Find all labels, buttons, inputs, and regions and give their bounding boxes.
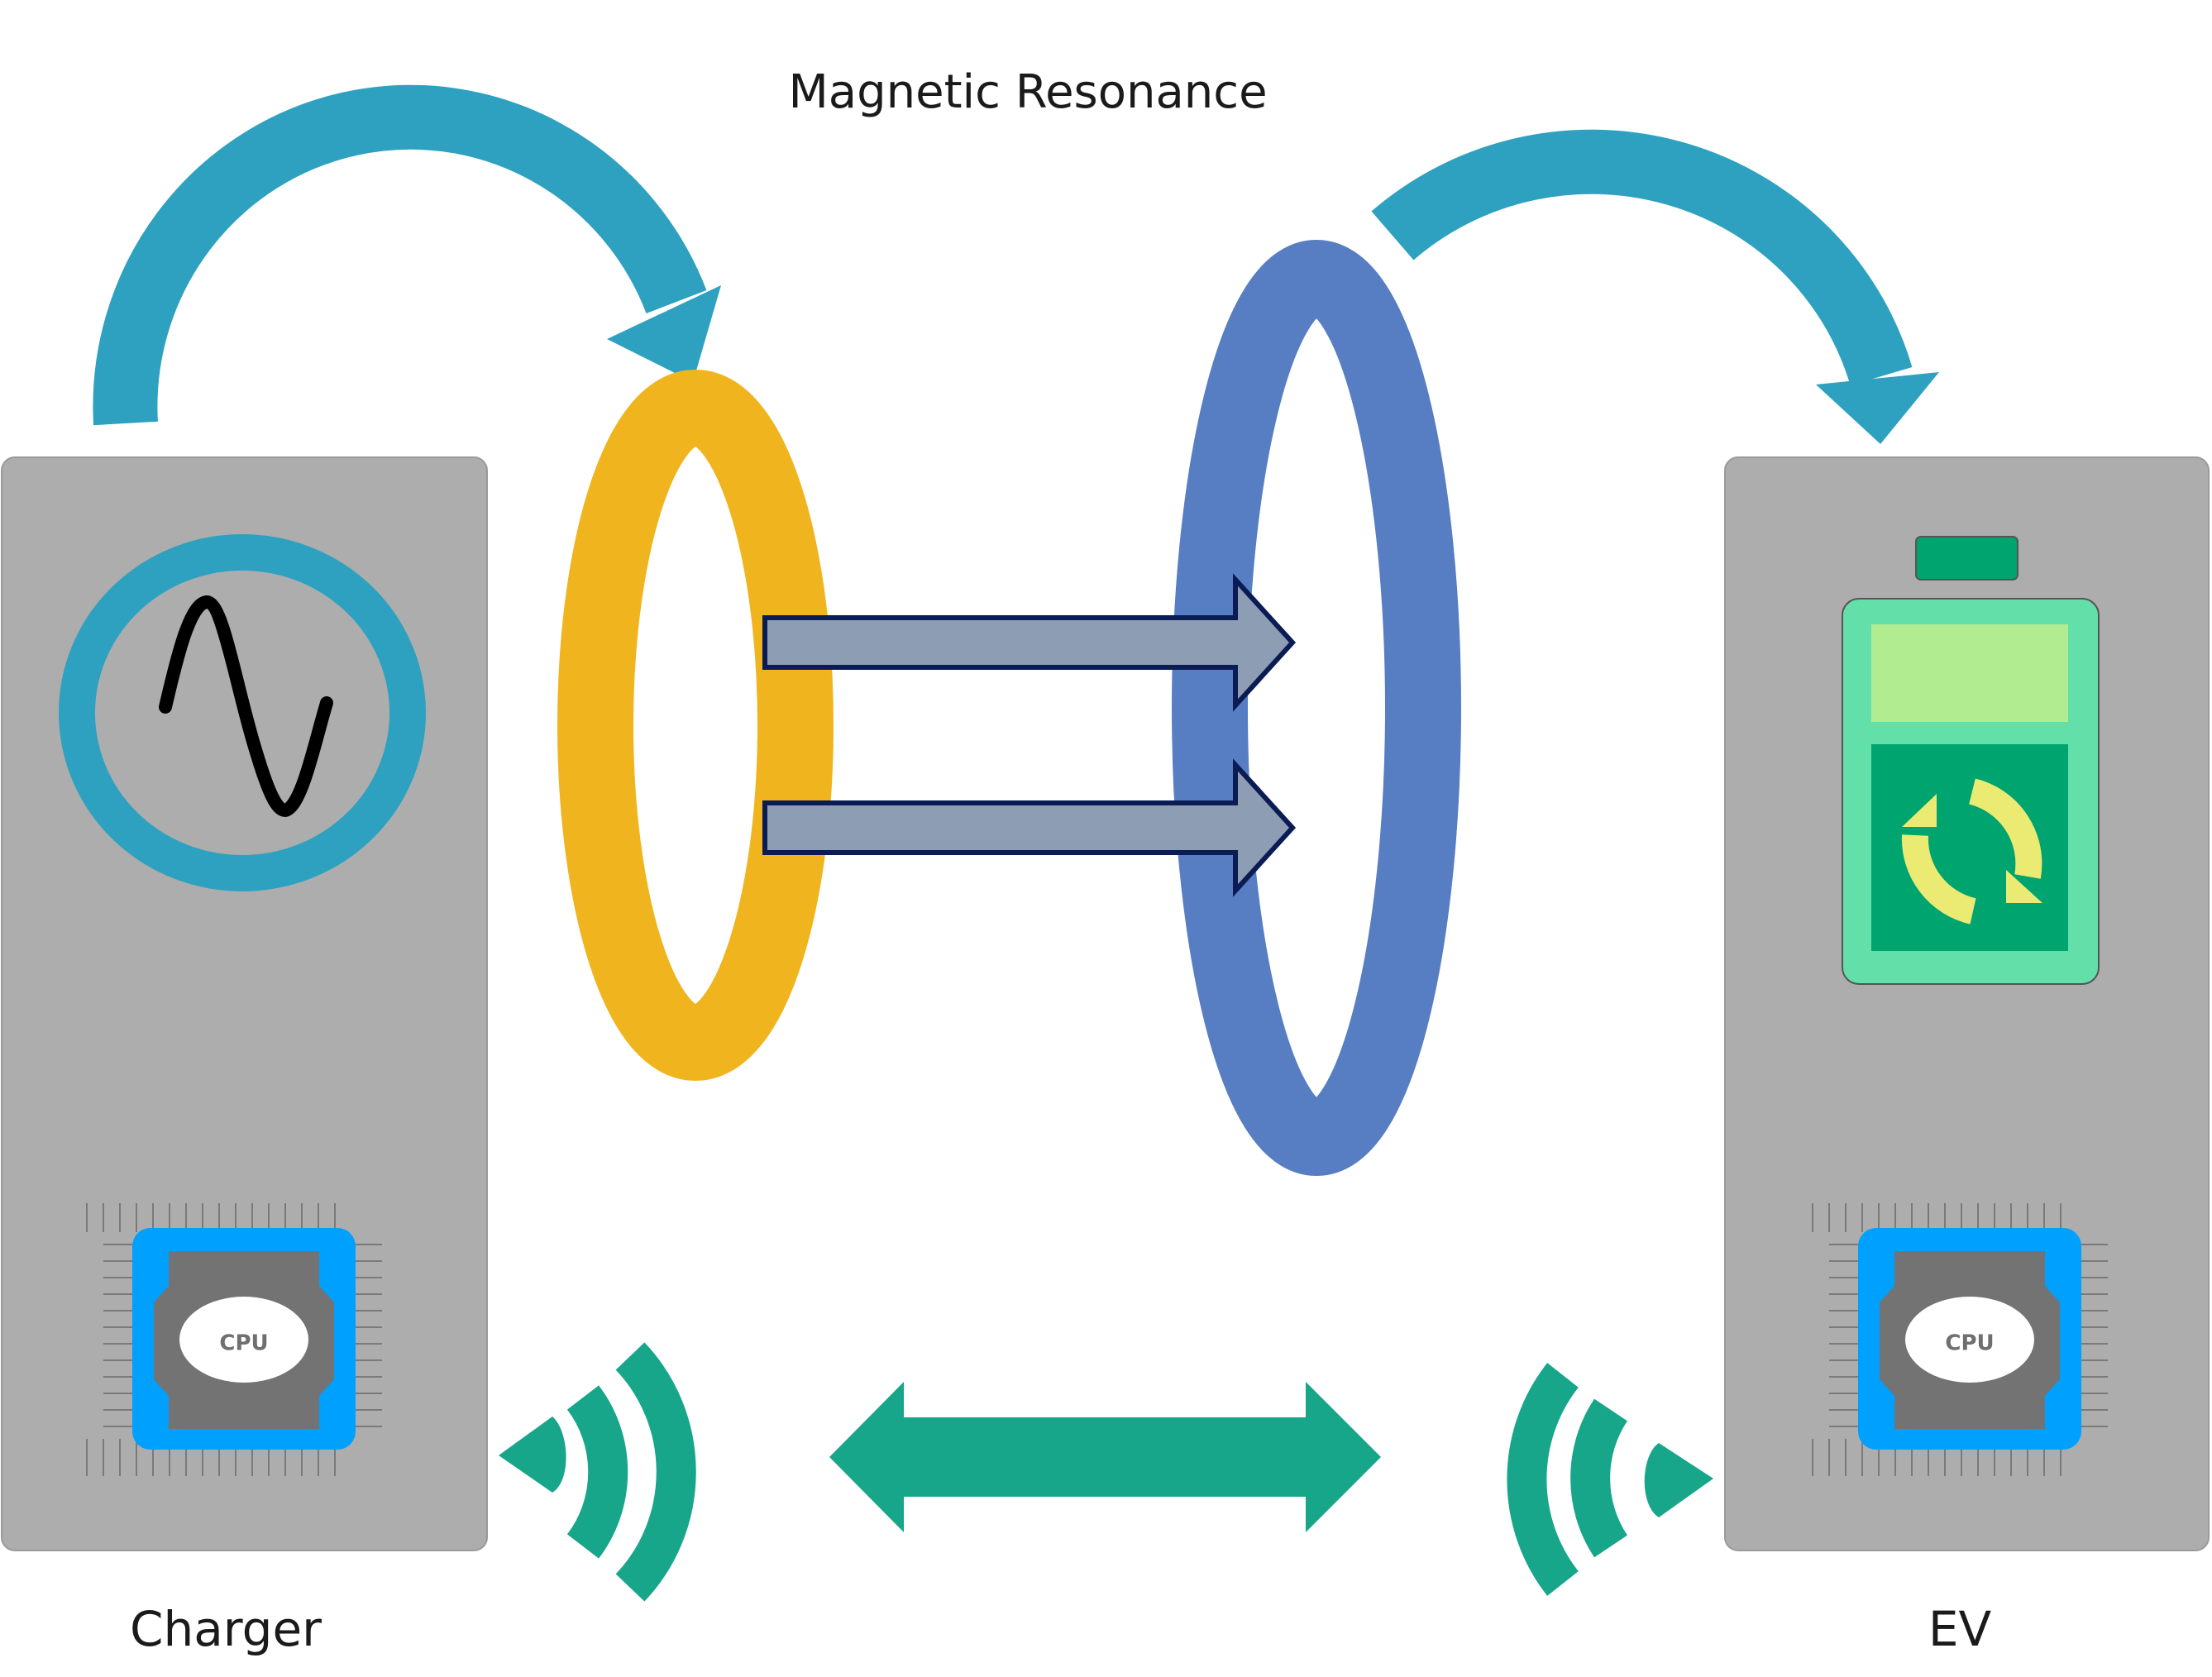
- bidirectional-arrow-icon: [829, 1382, 1381, 1532]
- ev-cpu-label: CPU: [1945, 1331, 1994, 1356]
- transmitter-coil: [557, 370, 834, 1081]
- ev-cpu-chip-icon: CPU: [1812, 1202, 2109, 1477]
- ac-source-icon: [59, 534, 426, 891]
- magnetic-field-arrow-bottom: [762, 758, 1297, 897]
- receiver-coil: [1172, 240, 1461, 1176]
- magnetic-field-arrow-top: [762, 573, 1297, 712]
- recycle-arrowhead-left: [1902, 794, 1937, 827]
- power-flow-arrow-left: [93, 84, 721, 426]
- diagram-title: Magnetic Resonance: [788, 65, 1267, 119]
- ev-label: EV: [1928, 1601, 1992, 1657]
- charger-cpu-label: CPU: [219, 1331, 268, 1356]
- charger-cpu-chip-icon: CPU: [86, 1202, 383, 1477]
- power-flow-arrow-right: [1371, 129, 1939, 444]
- charger-label: Charger: [130, 1601, 322, 1657]
- recycle-arrowhead-right: [2006, 870, 2042, 903]
- recycle-icon: [1901, 778, 2042, 924]
- wireless-signal-icon-right: [1507, 1363, 1713, 1596]
- wireless-signal-icon-left: [499, 1342, 696, 1602]
